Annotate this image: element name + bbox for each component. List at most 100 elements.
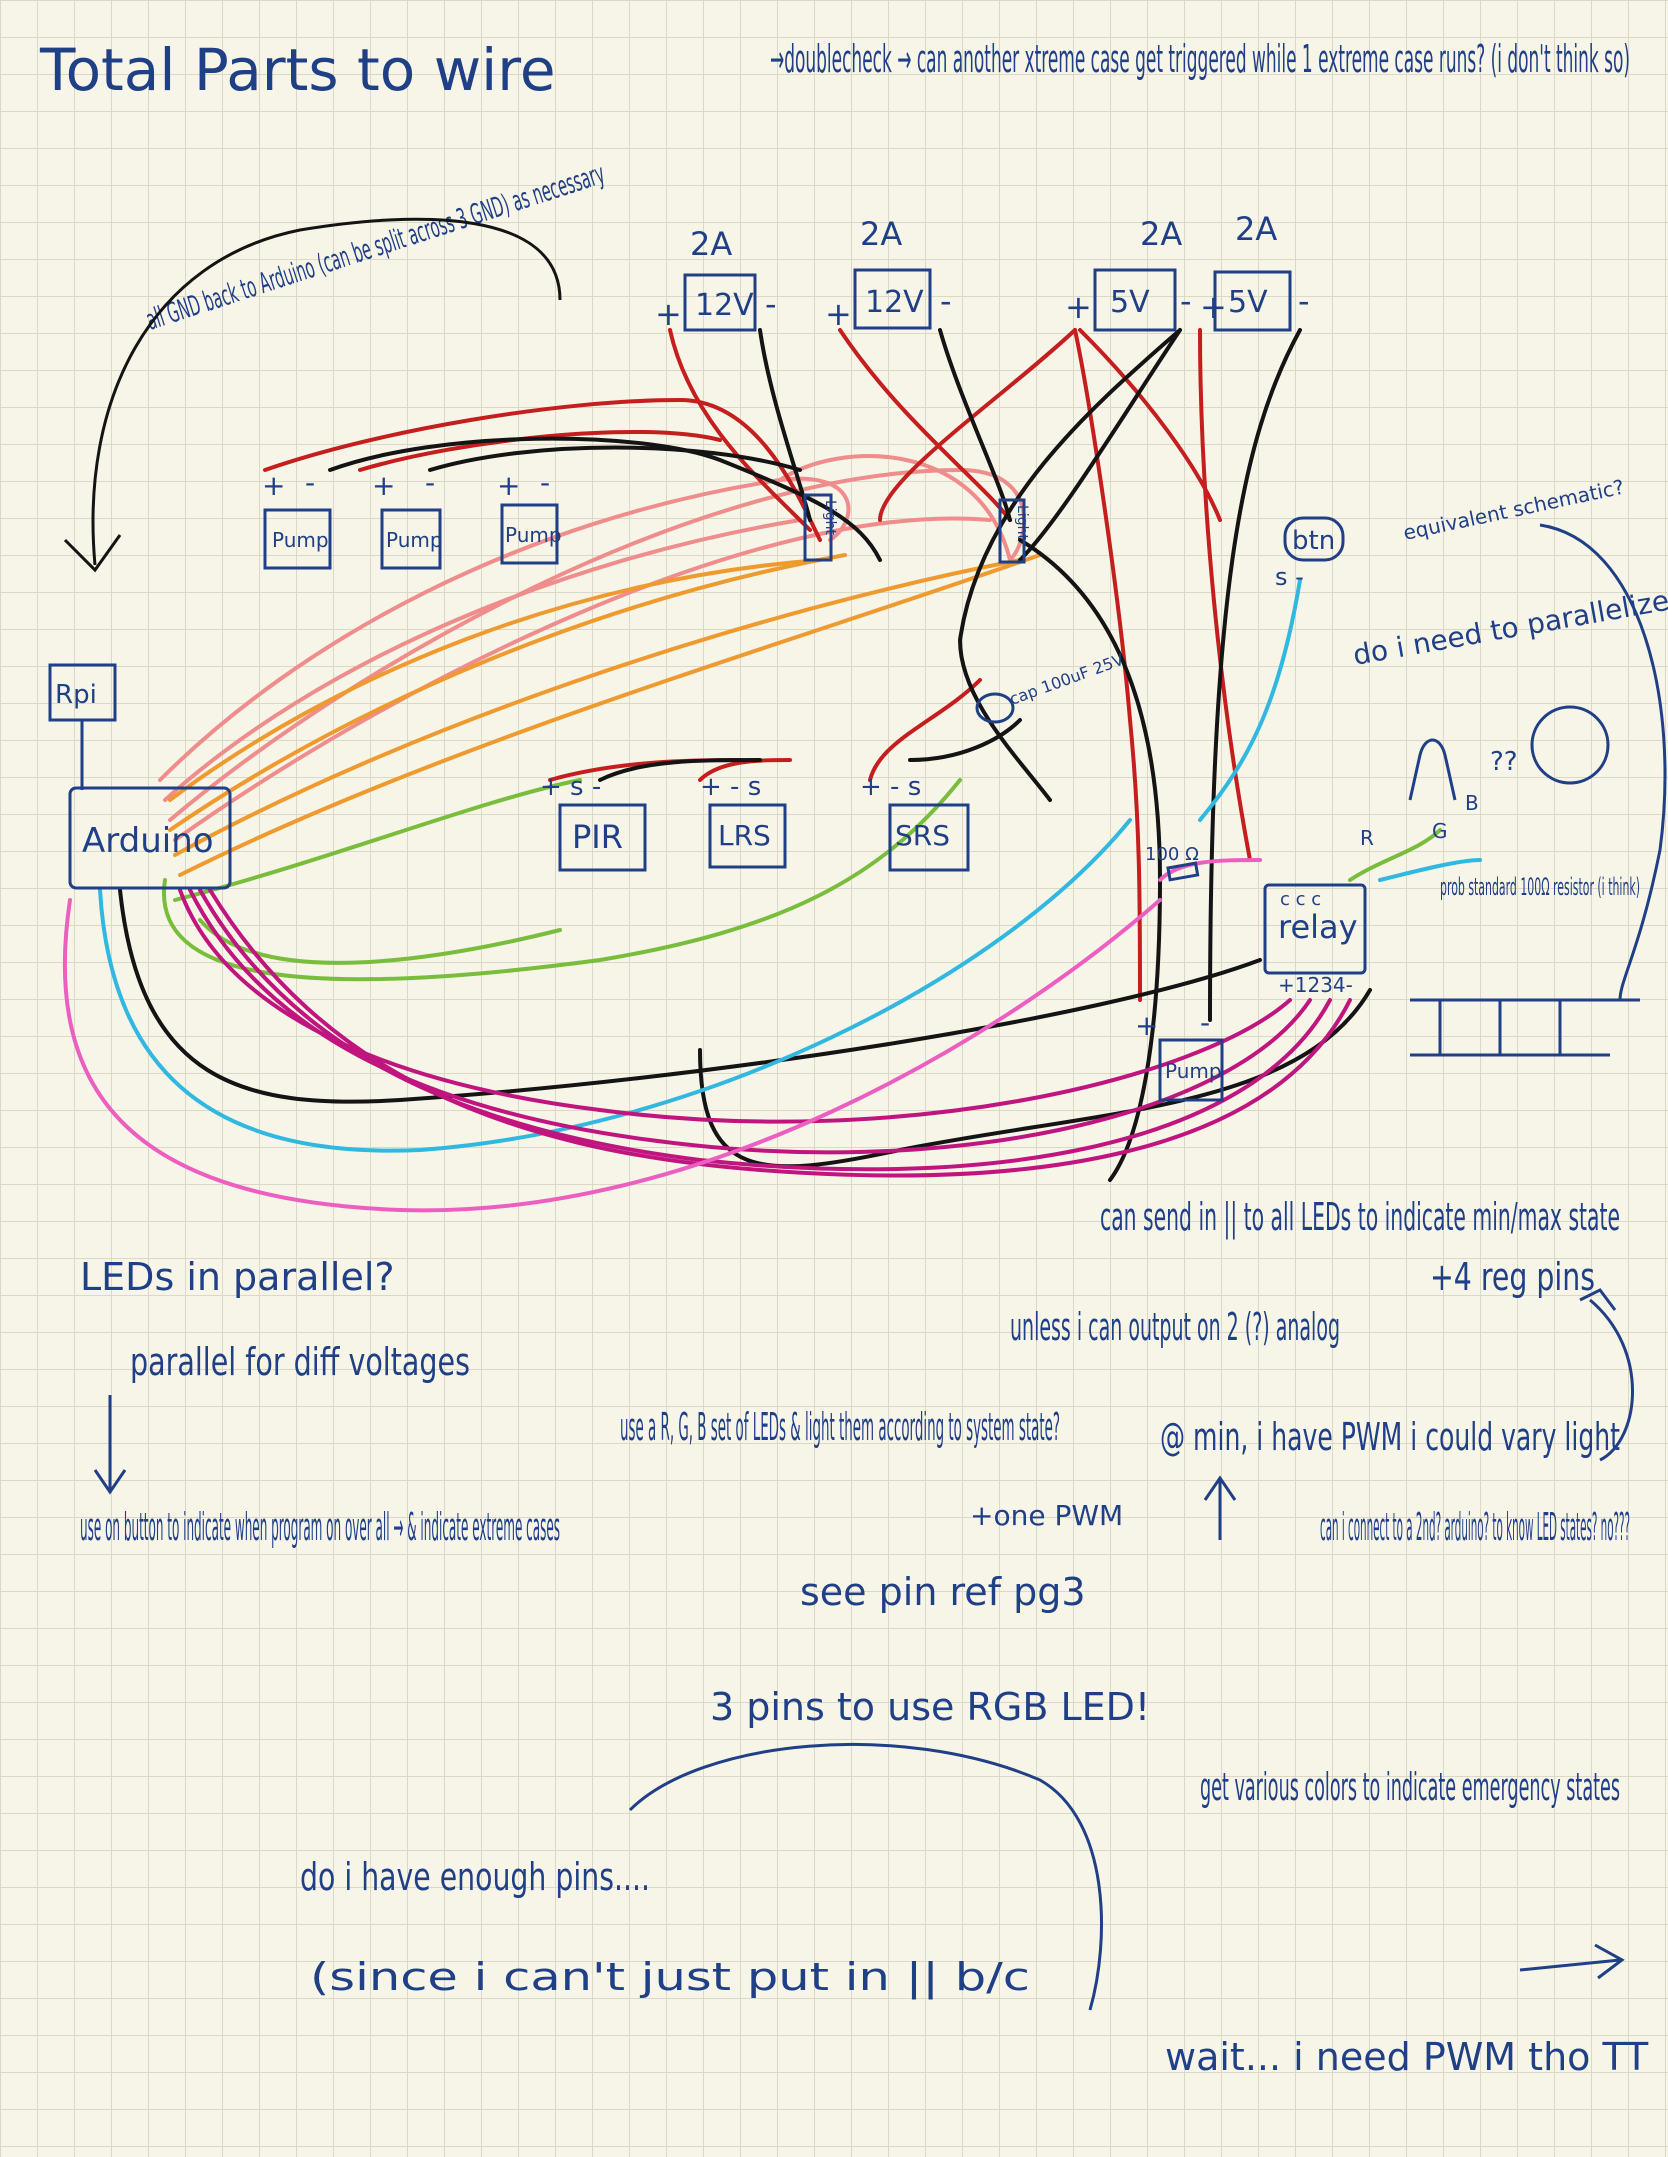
red-wire	[668, 328, 812, 532]
capacitor-label: cap 100uF 25V	[1007, 650, 1126, 709]
resistor-symbol	[1166, 861, 1200, 882]
equivalent-note: equivalent schematic?	[1401, 475, 1626, 545]
supply-current: 2A	[1140, 215, 1182, 253]
pump-plus: +	[497, 469, 520, 502]
pins-question-note: do i have enough pins....	[300, 1855, 650, 1899]
second-arduino-note: can i connect to a 2nd? arduino? to know…	[1320, 1505, 1630, 1549]
magenta-wire	[198, 888, 1332, 1172]
resistor-note: prob standard 100Ω resistor (i think)	[1440, 873, 1640, 901]
second-arduino-text: can i connect to a 2nd? arduino? to know…	[1320, 1505, 1630, 1549]
sensors: + s - PIR + - s LRS + - s SRS	[540, 772, 970, 872]
pump-box	[263, 508, 332, 570]
red-wire	[838, 328, 1012, 522]
since-cant-text: (since i can't just put in || b/c	[310, 1955, 1030, 2000]
green-wire	[198, 918, 562, 965]
sensor-label: SRS	[895, 819, 950, 852]
pump-label: Pump	[272, 528, 329, 552]
ground-note: all GND back to Arduino (can be split ac…	[142, 157, 609, 337]
button-usage-note: use on button to indicate when program o…	[80, 1505, 560, 1549]
sensor-pins: + - s	[860, 772, 921, 802]
pump-label: Pump	[386, 528, 443, 552]
lights: Light Light	[803, 493, 1030, 564]
black-wire	[758, 328, 812, 522]
parallel-voltages-note: parallel for diff voltages	[130, 1340, 470, 1384]
red-wire	[1078, 328, 1222, 522]
capacitor-symbol	[975, 692, 1015, 724]
pump-label: Pump	[1165, 1059, 1222, 1083]
one-pwm-note: +one PWM	[970, 1499, 1123, 1532]
orange-wire	[178, 553, 1042, 877]
sensor-label: LRS	[718, 819, 771, 852]
supply-plus: +	[825, 295, 852, 333]
light-box	[998, 498, 1026, 564]
resistor-note-text: prob standard 100Ω resistor (i think)	[1440, 873, 1640, 901]
red-wire	[1073, 328, 1142, 1002]
led-g-label: G	[1432, 819, 1448, 843]
magenta-wire	[178, 888, 1292, 1124]
black-wire	[908, 718, 1022, 762]
analog-output-note: unless i can output on 2 (?) analog	[1010, 1305, 1340, 1349]
need-pwm-note: wait... i need PWM tho TT	[1165, 2035, 1649, 2079]
black-wire	[1018, 538, 1163, 1182]
pump-plus: +	[262, 469, 285, 502]
page-title: Total Parts to wire	[39, 36, 556, 104]
pump-box	[1158, 1038, 1224, 1102]
sensor-box	[558, 803, 647, 872]
red-wire	[698, 758, 792, 782]
reg-pins-text: +4 reg pins	[1430, 1255, 1595, 1299]
supply-label: 5V	[1110, 285, 1150, 320]
supply-label: 5V	[1228, 285, 1268, 320]
orange-wire	[168, 558, 822, 802]
sensor-pins: + s -	[540, 772, 601, 802]
red-wire	[358, 429, 722, 472]
right-arrow	[1519, 1943, 1625, 1980]
led-r-label: R	[1360, 826, 1374, 850]
diode-row	[1410, 998, 1640, 1057]
pump-minus: -	[1200, 1006, 1210, 1039]
light-label: Light	[1014, 505, 1030, 540]
red-wire	[263, 397, 822, 542]
hotpink-wire	[62, 898, 1162, 1213]
supply-current: 2A	[690, 225, 732, 263]
pump-box	[500, 503, 559, 565]
pump-minus: -	[305, 466, 315, 499]
power-supplies: 2A + 12V - 2A + 12V - 2A + 5V - 2A + 5V …	[655, 210, 1310, 333]
pump-plus: +	[1135, 1009, 1158, 1042]
supply-label: 12V	[865, 285, 924, 320]
button-label: btn	[1292, 526, 1335, 556]
cyan-wire	[98, 818, 1132, 1153]
leds-parallel-note: LEDs in parallel?	[80, 1255, 395, 1299]
colors-states-text: get various colors to indicate emergency…	[1200, 1765, 1620, 1809]
magenta-wire	[208, 888, 1352, 1178]
supply-box	[853, 268, 932, 330]
black-wire	[1018, 328, 1182, 562]
reg-pins-note: +4 reg pins	[1430, 1255, 1595, 1299]
supply-box	[683, 273, 757, 332]
bracket-arrow	[1579, 1288, 1634, 1462]
supply-box	[1213, 270, 1292, 332]
pump-box	[380, 508, 442, 570]
send-parallel-note: can send in || to all LEDs to indicate m…	[1100, 1195, 1620, 1240]
supply-minus: -	[765, 285, 777, 323]
hotpink-wire	[1158, 858, 1262, 882]
arduino-box	[68, 786, 232, 890]
pink-wire	[163, 518, 802, 802]
light-box	[803, 493, 833, 562]
doublecheck-note: →doublecheck → can another xtreme case g…	[770, 37, 1630, 81]
supply-plus: +	[655, 295, 682, 333]
parallel-voltages-text: parallel for diff voltages	[130, 1340, 470, 1384]
button-usage-text: use on button to indicate when program o…	[80, 1505, 560, 1549]
pins-question-text: do i have enough pins....	[300, 1855, 650, 1899]
sensor-pins: + - s	[700, 772, 761, 802]
orange-wire	[168, 553, 847, 832]
black-wire	[118, 888, 1262, 1104]
relay-bottom-pins: +1234-	[1278, 973, 1353, 997]
supply-current: 2A	[1235, 210, 1277, 248]
doodle-face	[1530, 705, 1610, 785]
black-wire	[598, 758, 762, 782]
green-wire	[161, 778, 962, 982]
magenta-wire	[188, 888, 1312, 1155]
supply-plus: +	[1200, 288, 1227, 326]
